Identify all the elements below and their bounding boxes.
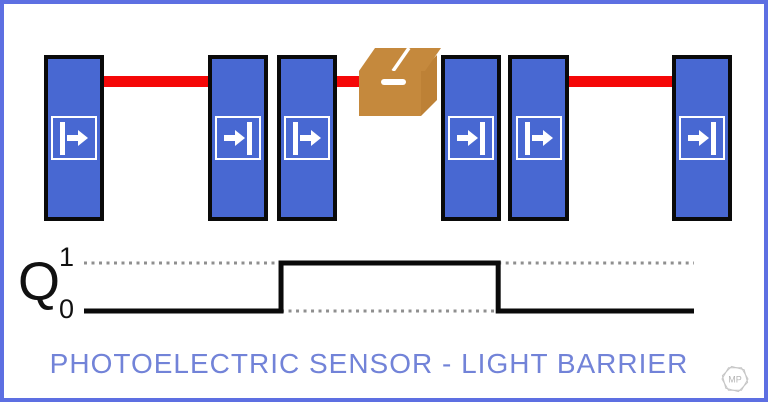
sensor-2-receiver (208, 55, 268, 221)
arrow-right-icon (531, 130, 553, 146)
sensor-3-emitter (277, 55, 337, 221)
light-hit-bar-icon (448, 116, 494, 160)
arrow-right-icon (457, 130, 478, 146)
light-hit-bar-icon (215, 116, 261, 160)
emitter-bar (60, 121, 65, 155)
sensor-1-emitter (44, 55, 104, 221)
sensor-6-receiver (672, 55, 732, 221)
light-beam-left (104, 76, 208, 87)
arrow-right-icon (300, 130, 321, 146)
hexagon-outline (721, 367, 749, 391)
page-title: PHOTOELECTRIC SENSOR - LIGHT BARRIER (49, 348, 689, 379)
cardboard-box-icon (359, 47, 441, 116)
logo-text: MP (728, 375, 742, 385)
light-beam-right (569, 76, 672, 87)
box-lid-split (391, 47, 411, 72)
mp-hexagon-logo: MP (721, 365, 749, 393)
receiver-bar (480, 121, 485, 155)
emitter-bar (293, 121, 298, 155)
light-exit-right-icon (284, 116, 330, 160)
sensor-4-receiver (441, 55, 501, 221)
dotted-guides (84, 261, 694, 313)
receiver-bar (247, 121, 252, 155)
signal-q-label: Q (18, 252, 61, 312)
light-hit-bar-icon (679, 116, 725, 160)
logic-low-label: 0 (59, 294, 75, 324)
logic-high-label: 1 (59, 242, 75, 272)
arrow-right-icon (67, 130, 88, 146)
sensor-5-emitter (508, 55, 569, 221)
hexagon-outline-rotated (721, 365, 749, 393)
emitter-bar (524, 121, 530, 155)
light-beam-blocked (337, 76, 361, 87)
q-signal-waveform (84, 260, 694, 314)
light-exit-right-icon (51, 116, 97, 160)
light-exit-right-icon (515, 116, 562, 160)
arrow-right-icon (224, 130, 245, 146)
box-front-face (359, 71, 421, 116)
receiver-bar (711, 121, 716, 155)
box-front-dash (381, 79, 406, 85)
arrow-right-icon (688, 130, 709, 146)
